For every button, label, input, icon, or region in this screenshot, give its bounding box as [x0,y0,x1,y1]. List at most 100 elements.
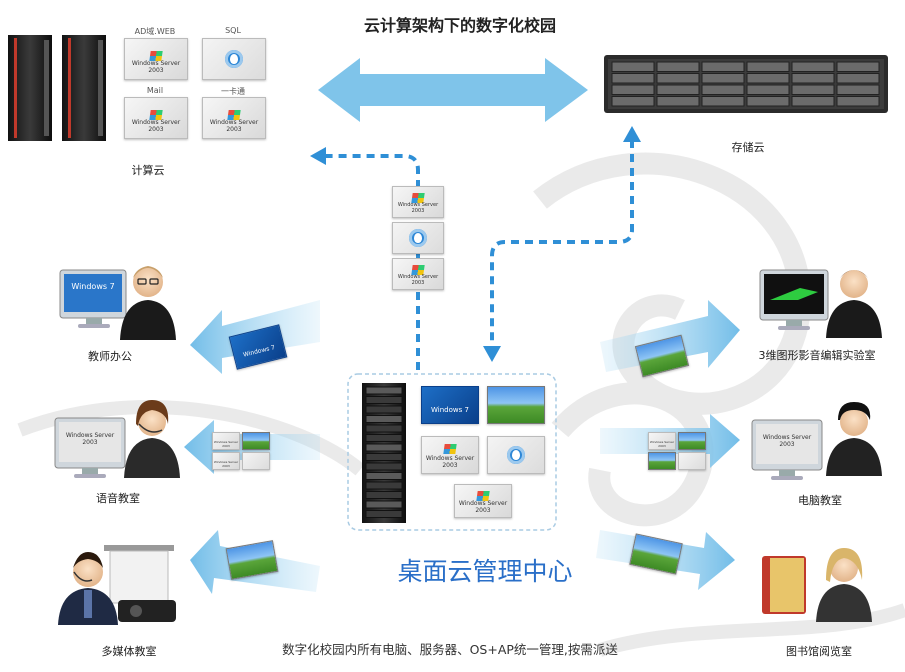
penguin-icon [409,229,427,247]
arrow-tile-language-xp [242,432,270,450]
arrow-tile-language-penguin [242,452,270,470]
drive-bay [701,84,745,95]
compute-server-rack-2 [62,35,106,141]
center-tile-win7-text: Windows 7 [431,406,469,414]
rack-unit [365,415,403,423]
drive-bay [611,73,655,84]
teacher-office-label: 教师办公 [88,350,132,363]
center-tile-xp-wallpaper [487,386,545,424]
drive-bay [836,73,880,84]
graphics-lab-monitor [759,269,829,330]
arrow-tile-computer-penguin [678,452,706,470]
arrow-tile-computer-ws: Windows Server 2003 [648,432,676,450]
arrow-to-graphics-lab [600,300,740,372]
computer-room-monitor [751,419,823,480]
drive-bay [701,61,745,72]
rack-unit [365,396,403,404]
penguin-icon [225,50,243,68]
drive-bay [701,96,745,107]
tile-card: Windows Server 2003 [202,97,266,139]
tile-mail: Windows Server 2003 [124,97,188,139]
arrow-tile-language-ws: Windows Server 2003 [212,432,240,450]
storage-cloud-label: 存储云 [731,141,765,154]
tile-label-mail: Mail [146,86,164,95]
center-tile-win7: Windows 7 [421,386,479,424]
graphics-lab-label: 3维图形影音编辑实验室 [758,349,876,362]
drive-bay [791,61,835,72]
drive-bay [746,73,790,84]
drive-bay [611,96,655,107]
rack-unit [365,491,403,499]
drive-bay [656,96,700,107]
stack-tile-penguin [392,222,444,254]
dashed-link-storage-center [490,140,634,350]
drive-bay [746,84,790,95]
arrow-tile-computer-ws-text: Windows Server 2003 [649,440,675,448]
projector [118,600,176,622]
center-tile-penguin [487,436,545,474]
tile-label-card: 一卡通 [221,87,245,96]
drive-bay [656,73,700,84]
dashed-arrowhead-up [623,126,641,142]
tile-ad-web-text: Windows Server 2003 [131,60,181,74]
dashed-link-center-compute [325,154,420,370]
tile-mail-text: Windows Server 2003 [131,119,181,133]
dashed-arrowhead-left [310,147,326,165]
center-rack [362,383,406,523]
tile-label-ad-web: AD域.WEB [134,27,176,36]
arrow-tile-computer-xp [678,432,706,450]
center-dashed-frame [347,373,557,531]
tile-sql [202,38,266,80]
tile-card-text: Windows Server 2003 [209,119,259,133]
drive-bay [611,61,655,72]
dashed-arrowhead-down [483,346,501,362]
bottom-caption: 数字化校园内所有电脑、服务器、OS+AP统一管理,按需派送 [282,642,618,657]
rack-unit [365,424,403,433]
drive-bay [836,96,880,107]
rack-unit [365,386,403,395]
rack-unit [365,434,403,442]
stack-tile-windows-server-1: Windows Server 2003 [392,186,444,218]
center-tile-ws-text: Windows Server 2003 [425,455,475,469]
language-monitor-screen-text: Windows Server 2003 [65,432,115,446]
center-tile-windows-server-2: Windows Server 2003 [454,484,512,518]
stack-tile-2-text: Windows Server 2003 [397,274,439,286]
drive-bay [791,84,835,95]
compute-cloud-label: 计算云 [131,164,165,177]
rack-unit [365,443,403,452]
rack-unit [365,481,403,490]
rack-unit [365,472,403,480]
arrow-tile-language-ws2-text: Windows Server 2003 [213,460,239,468]
diagram-title: 云计算架构下的数字化校园 [363,16,556,35]
rack-unit [365,510,403,518]
rack-unit [365,453,403,461]
storage-array [604,55,888,113]
arrow-tile-computer-xp-2 [648,452,676,470]
drive-bay [746,96,790,107]
rack-unit [365,405,403,414]
drive-bay [656,61,700,72]
stack-tile-windows-server-2: Windows Server 2003 [392,258,444,290]
library-room-label: 图书馆阅览室 [786,645,852,658]
librarian-avatar [816,548,872,622]
arrow-tile-language-ws-2: Windows Server 2003 [212,452,240,470]
drive-bay [791,96,835,107]
stack-tile-1-text: Windows Server 2003 [397,202,439,214]
desktop-cloud-management-center-label: 桌面云管理中心 [397,557,573,586]
rack-unit [365,462,403,471]
teacher-monitor-screen-text: Windows 7 [71,282,115,291]
drive-bay [701,73,745,84]
arrow-tile-language-ws-text: Windows Server 2003 [213,440,239,448]
computer-monitor-screen-text: Windows Server 2003 [762,434,812,448]
drive-bay [656,84,700,95]
language-lab-monitor [54,417,126,478]
drive-bay [611,84,655,95]
rack-unit [365,500,403,509]
graphics-lab-avatar [826,270,882,338]
penguin-icon [507,446,525,464]
library-book [762,556,806,614]
drive-bay [791,73,835,84]
teacher-avatar [120,266,176,340]
computer-room-label: 电脑教室 [798,494,842,507]
